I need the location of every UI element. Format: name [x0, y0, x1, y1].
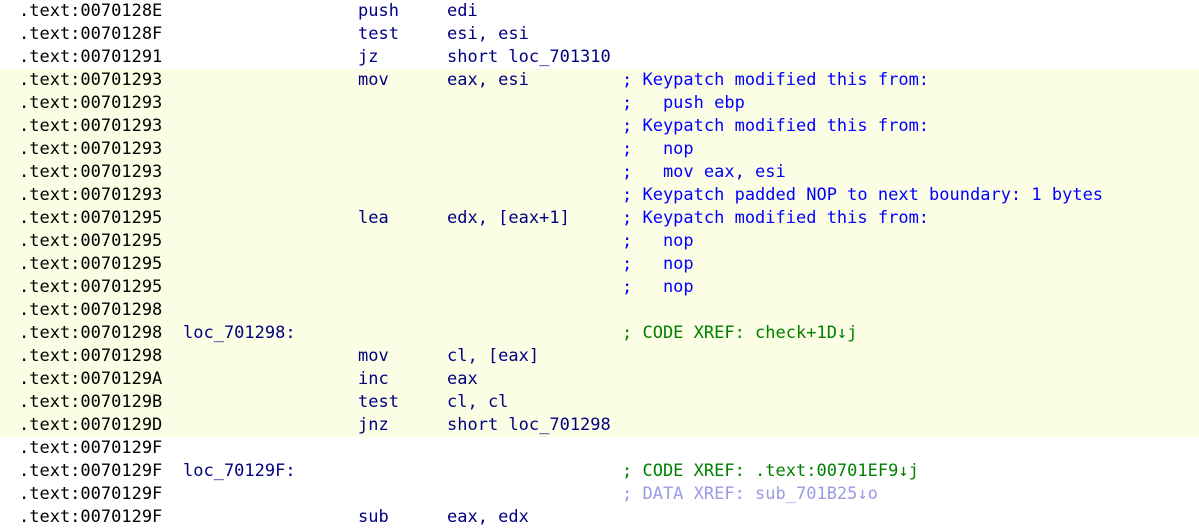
keypatch-comment: ; nop: [622, 277, 694, 297]
listing-line[interactable]: .text:00701295 lea edx, [eax+1] ; Keypatch …: [0, 207, 1199, 230]
listing-line[interactable]: .text:0070129D jnz short loc_701298: [0, 414, 1199, 437]
listing-line[interactable]: .text:00701293 ; nop: [0, 138, 1199, 161]
listing-line[interactable]: .text:00701291 jz short loc_701310: [0, 46, 1199, 69]
line-address: .text:00701298: [19, 323, 163, 343]
keypatch-comment: ; nop: [622, 231, 694, 251]
instruction-mnemonic: lea: [358, 208, 389, 228]
listing-line[interactable]: .text:0070128F test esi, esi: [0, 23, 1199, 46]
instruction-mnemonic: mov: [358, 346, 389, 366]
line-address: .text:0070128E: [19, 1, 163, 21]
listing-line[interactable]: .text:00701293 ; Keypatch padded NOP to n…: [0, 184, 1199, 207]
line-address: .text:00701293: [19, 162, 163, 182]
line-address: .text:00701295: [19, 277, 163, 297]
line-address: .text:00701293: [19, 93, 163, 113]
keypatch-comment: ; nop: [622, 139, 694, 159]
code-label[interactable]: loc_70129F:: [183, 461, 296, 481]
line-address: .text:0070128F: [19, 24, 163, 44]
listing-line[interactable]: .text:0070129F ; DATA XREF: sub_701B25↓o: [0, 483, 1199, 506]
line-address: .text:00701291: [19, 47, 163, 67]
instruction-mnemonic: test: [358, 24, 399, 44]
listing-line[interactable]: .text:00701295 ; nop: [0, 276, 1199, 299]
listing-line[interactable]: .text:0070128E push edi: [0, 0, 1199, 23]
instruction-mnemonic: mov: [358, 70, 389, 90]
instruction-mnemonic: inc: [358, 369, 389, 389]
instruction-operands[interactable]: edx, [eax+1]: [447, 208, 570, 228]
code-label[interactable]: loc_701298:: [183, 323, 296, 343]
instruction-mnemonic: jz: [358, 47, 379, 67]
instruction-operands[interactable]: short loc_701298: [447, 415, 611, 435]
listing-line[interactable]: .text:0070129F loc_70129F: ; CODE XREF: .t…: [0, 460, 1199, 483]
code-xref-comment[interactable]: ; CODE XREF: check+1D↓j: [622, 323, 858, 343]
listing-line[interactable]: .text:0070129F: [0, 437, 1199, 460]
line-address: .text:0070129F: [19, 507, 163, 527]
instruction-mnemonic: test: [358, 392, 399, 412]
keypatch-comment: ; mov eax, esi: [622, 162, 786, 182]
line-address: .text:00701293: [19, 70, 163, 90]
listing-line[interactable]: .text:0070129B test cl, cl: [0, 391, 1199, 414]
instruction-operands[interactable]: cl, cl: [447, 392, 509, 412]
keypatch-comment: ; Keypatch modified this from:: [622, 116, 930, 136]
instruction-operands[interactable]: cl, [eax]: [447, 346, 540, 366]
line-address: .text:0070129D: [19, 415, 163, 435]
code-xref-comment[interactable]: ; CODE XREF: .text:00701EF9↓j: [622, 461, 919, 481]
keypatch-comment: ; Keypatch modified this from:: [622, 208, 930, 228]
listing-line[interactable]: .text:00701298 mov cl, [eax]: [0, 345, 1199, 368]
data-xref-comment[interactable]: ; DATA XREF: sub_701B25↓o: [622, 484, 878, 504]
line-address: .text:00701298: [19, 300, 163, 320]
line-address: .text:00701295: [19, 254, 163, 274]
instruction-mnemonic: sub: [358, 507, 389, 527]
instruction-mnemonic: push: [358, 1, 399, 21]
line-address: .text:00701295: [19, 208, 163, 228]
listing-line[interactable]: .text:00701295 ; nop: [0, 253, 1199, 276]
listing-line[interactable]: .text:00701293 mov eax, esi ; Keypatch modi…: [0, 69, 1199, 92]
instruction-operands[interactable]: eax, esi: [447, 70, 529, 90]
listing-line[interactable]: .text:00701293 ; mov eax, esi: [0, 161, 1199, 184]
line-address: .text:0070129F: [19, 461, 163, 481]
line-address: .text:00701293: [19, 185, 163, 205]
instruction-mnemonic: jnz: [358, 415, 389, 435]
listing-line[interactable]: .text:00701293 ; Keypatch modified this f…: [0, 115, 1199, 138]
instruction-operands[interactable]: edi: [447, 1, 478, 21]
line-address: .text:00701293: [19, 116, 163, 136]
line-address: .text:0070129F: [19, 484, 163, 504]
line-address: .text:0070129A: [19, 369, 163, 389]
instruction-operands[interactable]: short loc_701310: [447, 47, 611, 67]
listing-line[interactable]: .text:00701298 loc_701298: ; CODE XREF: ch…: [0, 322, 1199, 345]
line-address: .text:0070129F: [19, 438, 163, 458]
listing-line[interactable]: .text:0070129A inc eax: [0, 368, 1199, 391]
keypatch-comment: ; Keypatch padded NOP to next boundary: …: [622, 185, 1104, 205]
keypatch-comment: ; Keypatch modified this from:: [622, 70, 930, 90]
keypatch-comment: ; push ebp: [622, 93, 745, 113]
listing-line[interactable]: .text:00701295 ; nop: [0, 230, 1199, 253]
line-address: .text:0070129B: [19, 392, 163, 412]
line-address: .text:00701295: [19, 231, 163, 251]
line-address: .text:00701298: [19, 346, 163, 366]
listing-line[interactable]: .text:00701298: [0, 299, 1199, 322]
listing-line[interactable]: .text:0070129F sub eax, edx: [0, 506, 1199, 529]
line-address: .text:00701293: [19, 139, 163, 159]
listing-line[interactable]: .text:00701293 ; push ebp: [0, 92, 1199, 115]
keypatch-comment: ; nop: [622, 254, 694, 274]
instruction-operands[interactable]: eax: [447, 369, 478, 389]
instruction-operands[interactable]: eax, edx: [447, 507, 529, 527]
instruction-operands[interactable]: esi, esi: [447, 24, 529, 44]
